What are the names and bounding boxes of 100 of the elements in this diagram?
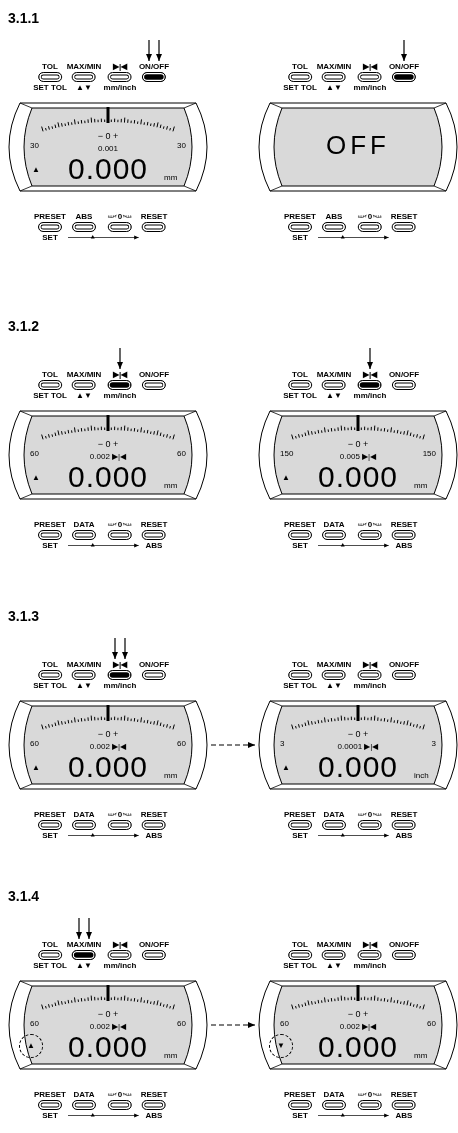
resolution-text: 0.002 ▶|◀ <box>339 1023 377 1031</box>
key-label: ▲▼ <box>76 961 92 970</box>
key-label: RESET <box>390 810 418 819</box>
reading-value: 0.000 <box>67 462 149 492</box>
resolution-text: 0.002 ▶|◀ <box>89 743 127 751</box>
press-arrow <box>117 347 123 370</box>
key-label: MAX/MIN <box>316 660 352 669</box>
key-label: 0 <box>367 1090 373 1099</box>
scale-number: 30 <box>30 142 39 150</box>
key-label: MAX/MIN <box>66 62 102 71</box>
key-label: SET <box>42 541 58 550</box>
section-number: 3.1.3 <box>8 608 40 624</box>
key-label: MAX/MIN <box>316 370 352 379</box>
key-label: RESET <box>390 520 418 529</box>
scale-number: 60 <box>427 1020 436 1028</box>
unit-label: mm <box>414 482 428 490</box>
key-label: mm/inch <box>353 83 387 92</box>
key-label: PRESET <box>34 520 66 529</box>
scale-sign: − 0 + <box>97 440 119 449</box>
key-label: mm/inch <box>103 681 137 690</box>
key-label: RESET <box>140 520 168 529</box>
key-label: ▲▼ <box>76 391 92 400</box>
resolution-text: 0.002 ▶|◀ <box>89 453 127 461</box>
key-label: ON/OFF <box>388 62 420 71</box>
key-label: SET <box>292 541 308 550</box>
key-label: SET <box>42 1111 58 1120</box>
scale-sign: − 0 + <box>347 1010 369 1019</box>
key-label: ON/OFF <box>138 940 170 949</box>
key-label: PRESET <box>34 810 66 819</box>
key-label: SET <box>292 1111 308 1120</box>
key-label: RESET <box>390 1090 418 1099</box>
scale-number: 3 <box>431 740 436 748</box>
key-label: TOL <box>292 62 308 71</box>
key-label: MAX/MIN <box>316 62 352 71</box>
key-label: ABS <box>395 831 413 840</box>
key-label: ▲▼ <box>326 961 342 970</box>
key-label: ▲▼ <box>326 391 342 400</box>
key-label: PRESET <box>284 520 316 529</box>
key-label: mm/inch <box>103 391 137 400</box>
unit-label: mm <box>164 1052 178 1060</box>
press-arrow <box>122 637 128 660</box>
key-label: 0 <box>117 810 123 819</box>
scale-sign: − 0 + <box>97 132 119 141</box>
unit-label: mm <box>164 772 178 780</box>
key-label: MAX/MIN <box>66 940 102 949</box>
key-label: ▲▼ <box>76 83 92 92</box>
key-label: SET TOL <box>283 961 317 970</box>
scale-number: 60 <box>30 450 39 458</box>
press-arrow <box>112 637 118 660</box>
status-marker: ▼ <box>277 1042 285 1050</box>
press-arrow <box>367 347 373 370</box>
key-label: 0 <box>117 212 123 221</box>
press-arrow <box>76 917 82 940</box>
status-text: OFF <box>326 132 390 158</box>
key-label: RESET <box>390 212 418 221</box>
scale-sign: − 0 + <box>347 440 369 449</box>
key-label: SET <box>42 233 58 242</box>
key-label: ABS <box>145 1111 163 1120</box>
unit-label: inch <box>414 772 429 780</box>
key-label: ON/OFF <box>388 940 420 949</box>
key-label: ▲▼ <box>76 681 92 690</box>
reading-value: 0.000 <box>317 752 399 782</box>
status-marker: ▲ <box>27 1042 35 1050</box>
key-label: ▶|◀ <box>112 62 128 71</box>
key-label: MAX/MIN <box>66 660 102 669</box>
key-label: DATA <box>323 1090 345 1099</box>
key-label: SET TOL <box>283 83 317 92</box>
key-label: TOL <box>292 940 308 949</box>
reading-value: 0.000 <box>317 462 399 492</box>
key-label: TOL <box>42 940 58 949</box>
status-marker: ▲ <box>282 474 290 482</box>
scale-number: 60 <box>177 450 186 458</box>
key-label: ON/OFF <box>388 660 420 669</box>
key-label: RESET <box>140 810 168 819</box>
scale-number: 60 <box>30 740 39 748</box>
scale-sign: − 0 + <box>97 730 119 739</box>
status-marker: ▲ <box>282 764 290 772</box>
key-label: ▶|◀ <box>112 940 128 949</box>
key-label: ABS <box>75 212 93 221</box>
key-label: PRESET <box>284 1090 316 1099</box>
key-label: DATA <box>73 1090 95 1099</box>
key-label: TOL <box>42 370 58 379</box>
press-arrow <box>86 917 92 940</box>
key-label: mm/inch <box>353 391 387 400</box>
key-label: PRESET <box>284 212 316 221</box>
key-label: MAX/MIN <box>316 940 352 949</box>
key-label: RESET <box>140 1090 168 1099</box>
scale-number: 150 <box>422 450 436 458</box>
key-label: DATA <box>73 810 95 819</box>
scale-sign: − 0 + <box>97 1010 119 1019</box>
key-label: SET TOL <box>33 391 67 400</box>
key-label: ▲▼ <box>326 681 342 690</box>
key-label: 0 <box>367 212 373 221</box>
press-arrow <box>156 39 162 62</box>
scale-number: 60 <box>177 740 186 748</box>
key-label: DATA <box>323 810 345 819</box>
key-label: SET <box>42 831 58 840</box>
resolution-text: 0.005 ▶|◀ <box>339 453 377 461</box>
reading-value: 0.000 <box>67 1032 149 1062</box>
key-label: SET TOL <box>283 681 317 690</box>
